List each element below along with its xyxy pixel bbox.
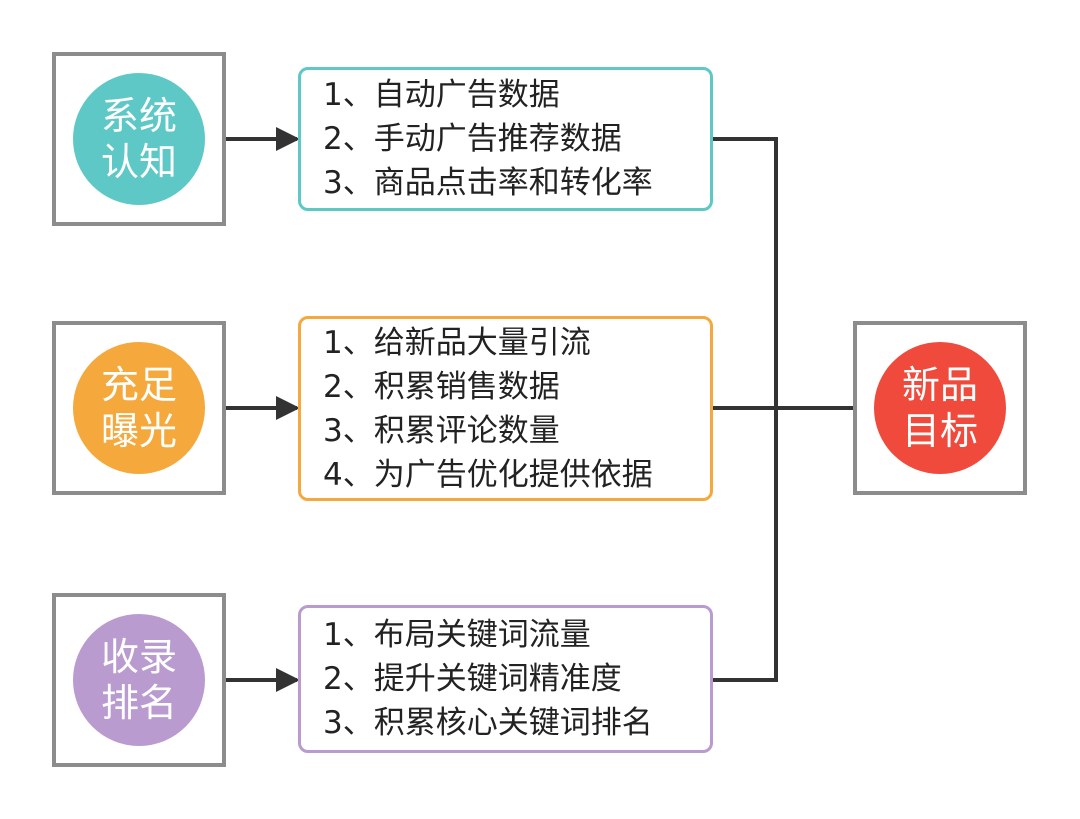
goal-label-line1: 新品 (901, 363, 978, 407)
category-box-system: 系统 认知 (52, 52, 226, 226)
detail-box-exposure: 1、给新品大量引流 2、积累销售数据 3、积累评论数量 4、为广告优化提供依据 (298, 316, 713, 501)
category-label-line2: 认知 (100, 140, 177, 184)
detail-item: 2、手动广告推荐数据 (323, 121, 622, 157)
category-label-line1: 系统 (100, 94, 177, 138)
category-box-ranking: 收录 排名 (52, 593, 226, 767)
category-box-exposure: 充足 曝光 (52, 321, 226, 495)
detail-item: 3、商品点击率和转化率 (323, 165, 653, 201)
goal-box: 新品 目标 (853, 321, 1027, 495)
category-label-line1: 充足 (100, 363, 177, 407)
detail-box-system: 1、自动广告数据 2、手动广告推荐数据 3、商品点击率和转化率 (298, 67, 713, 211)
category-circle-ranking: 收录 排名 (73, 614, 205, 746)
detail-item: 3、积累评论数量 (323, 412, 560, 449)
detail-item: 1、布局关键词流量 (323, 617, 591, 653)
category-circle-system: 系统 认知 (73, 73, 205, 205)
detail-item: 4、为广告优化提供依据 (323, 456, 653, 493)
detail-item: 1、给新品大量引流 (323, 324, 591, 361)
detail-box-ranking: 1、布局关键词流量 2、提升关键词精准度 3、积累核心关键词排名 (298, 605, 713, 753)
detail-item: 1、自动广告数据 (323, 77, 560, 113)
goal-circle: 新品 目标 (874, 342, 1006, 474)
arrowhead-exposure (276, 396, 300, 420)
category-circle-exposure: 充足 曝光 (73, 342, 205, 474)
detail-item: 3、积累核心关键词排名 (323, 705, 653, 741)
category-label-line2: 曝光 (100, 409, 177, 453)
arrowhead-ranking (276, 668, 300, 692)
detail-item: 2、积累销售数据 (323, 368, 560, 405)
detail-item: 2、提升关键词精准度 (323, 661, 622, 697)
category-label-line1: 收录 (100, 635, 177, 679)
arrowhead-system (276, 127, 300, 151)
category-label-line2: 排名 (100, 681, 177, 725)
goal-label-line2: 目标 (901, 409, 978, 453)
